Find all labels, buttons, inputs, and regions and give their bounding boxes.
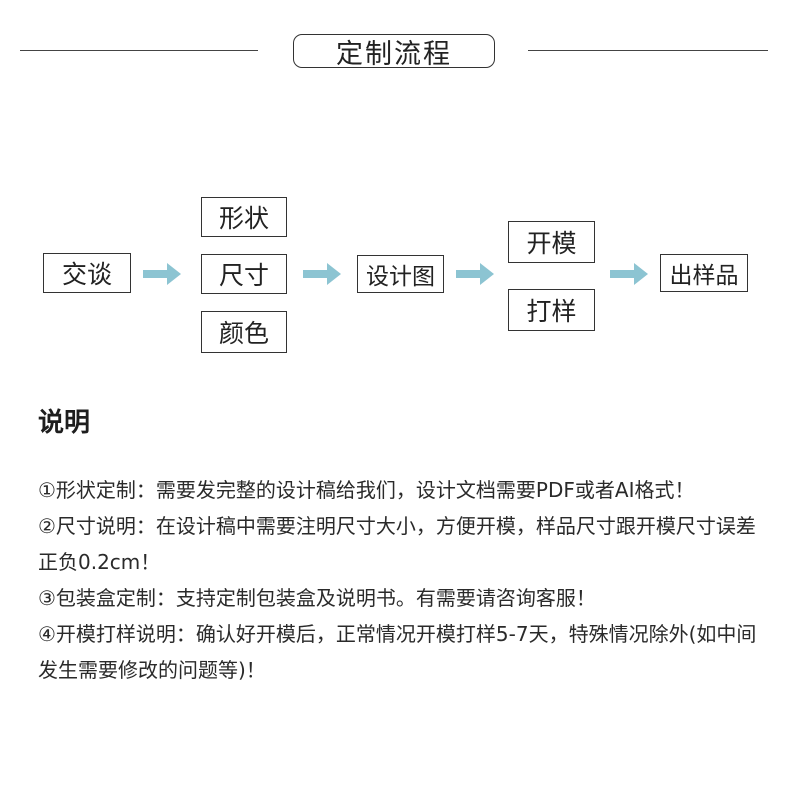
page-title: 定制流程 (293, 34, 495, 70)
description-item-mold-proof: ④开模打样说明：确认好开模后，正常情况开模打样5-7天，特殊情况除外(如中间发生… (38, 622, 757, 682)
flow-box-final-sample: 出样品 (660, 254, 748, 292)
description-item-shape: ①形状定制：需要发完整的设计稿给我们，设计文档需要PDF或者AI格式！ (38, 478, 695, 502)
description-title: 说明 (38, 408, 91, 438)
flow-arrow-2 (303, 263, 341, 285)
flow-box-sample-proof: 打样 (508, 289, 595, 331)
flow-arrow-1 (143, 263, 181, 285)
flow-arrow-3 (456, 263, 494, 285)
header-divider-right (528, 50, 768, 51)
description-list: ①形状定制：需要发完整的设计稿给我们，设计文档需要PDF或者AI格式！ ②尺寸说… (38, 472, 768, 688)
flow-box-color: 颜色 (201, 311, 287, 353)
flow-box-shape: 形状 (201, 197, 287, 237)
description-item-size: ②尺寸说明：在设计稿中需要注明尺寸大小，方便开模，样品尺寸跟开模尺寸误差正负0.… (38, 514, 756, 574)
flow-box-size: 尺寸 (201, 254, 287, 294)
flow-arrow-4 (610, 263, 648, 285)
flow-box-talk: 交谈 (43, 253, 131, 293)
header-divider-left (20, 50, 258, 51)
description-item-packaging: ③包装盒定制：支持定制包装盒及说明书。有需要请咨询客服！ (38, 586, 596, 610)
flow-box-design: 设计图 (357, 255, 444, 293)
flow-box-mold: 开模 (508, 221, 595, 263)
